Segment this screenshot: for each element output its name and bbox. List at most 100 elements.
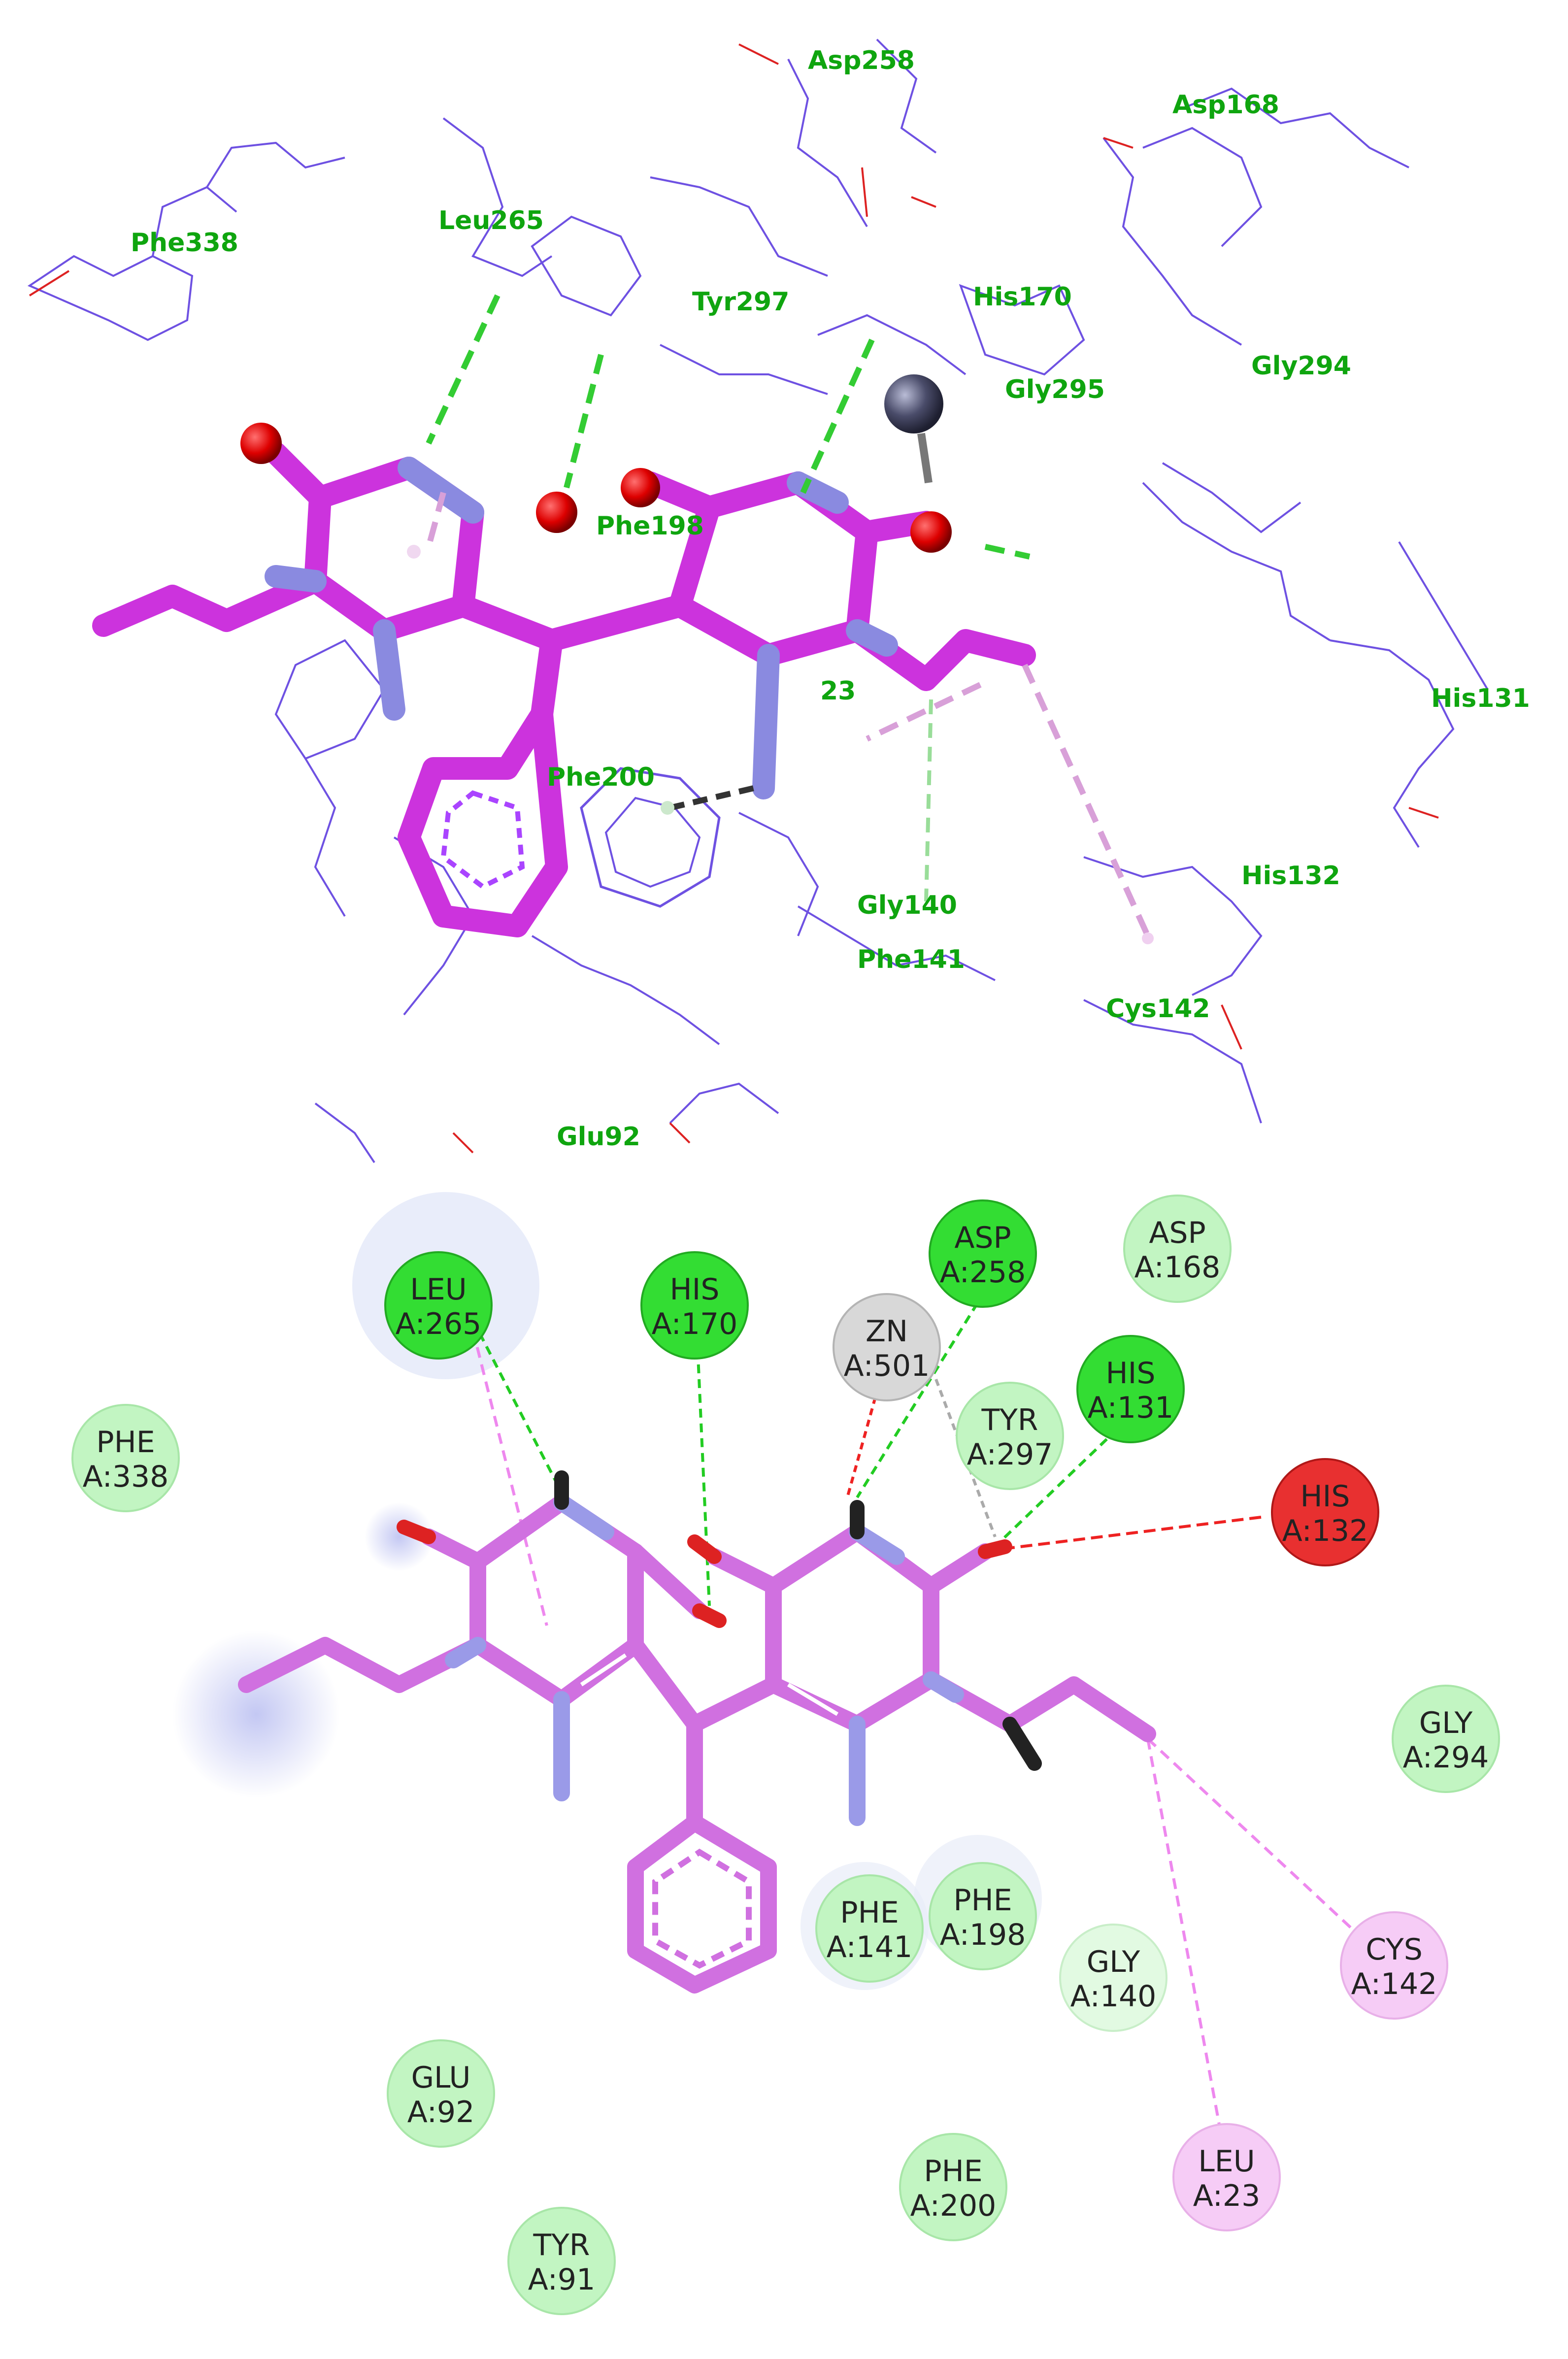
label-leu265: Leu265	[438, 206, 544, 235]
residue-name: HIS	[1301, 1479, 1350, 1514]
residue-disc-zn501: ZNA:501	[833, 1293, 941, 1401]
label-phe338: Phe338	[131, 228, 238, 258]
residue-disc-circle	[1271, 1458, 1379, 1566]
label-gly294: Gly294	[1251, 351, 1351, 381]
label-gly295: Gly295	[1005, 375, 1105, 404]
residue-chain-number: A:168	[1134, 1250, 1221, 1285]
carbon-hbond-dashes-3d	[924, 699, 933, 902]
residue-chain-number: A:501	[844, 1349, 930, 1383]
residue-name: TYR	[981, 1403, 1038, 1437]
solvent-glow	[172, 1630, 340, 1798]
residue-disc-circle	[899, 2133, 1007, 2241]
residue-disc-circle	[833, 1293, 941, 1401]
label-tyr297: Tyr297	[692, 287, 789, 317]
ligand-nitrogens-3d	[265, 457, 898, 799]
label-phe200: Phe200	[547, 763, 655, 792]
label-asp258: Asp258	[808, 46, 915, 75]
ligand-2d	[238, 1494, 1156, 1994]
aromatic-ring-2d	[652, 1848, 752, 1969]
residue-name: LEU	[1198, 2144, 1255, 2179]
residue-disc-circle	[1340, 1911, 1448, 2020]
label-cys142: Cys142	[1106, 994, 1210, 1024]
residue-name: PHE	[96, 1425, 155, 1460]
oxygen-atom	[240, 423, 282, 464]
label-asp168: Asp168	[1172, 90, 1279, 120]
residue-disc-circle	[929, 1199, 1037, 1308]
residue-disc-circle	[71, 1404, 180, 1512]
residue-chain-number: A:142	[1351, 1967, 1437, 2001]
residue-name: PHE	[924, 2154, 982, 2189]
protein-wireframe	[27, 38, 1489, 1163]
residue-name: ZN	[866, 1314, 908, 1349]
residue-disc-circle	[640, 1251, 749, 1360]
residue-chain-number: A:338	[83, 1460, 169, 1494]
aromatic-ring-3d	[440, 790, 525, 890]
alkyl-centroid	[1142, 932, 1154, 944]
residue-disc-circle	[1392, 1685, 1500, 1793]
3d-binding-pose-panel: Asp258 Asp168 Phe338 Leu265 Tyr297 His17…	[27, 38, 1530, 1163]
zinc-ion-sphere	[884, 374, 943, 433]
label-fragment-23: 23	[820, 676, 856, 706]
residue-disc-circle	[929, 1862, 1037, 1970]
residue-chain-number: A:131	[1088, 1391, 1174, 1425]
residue-name: TYR	[533, 2228, 590, 2262]
residue-name: ASP	[1149, 1216, 1205, 1250]
residue-chain-number: A:297	[967, 1437, 1053, 1472]
residue-chain-number: A:258	[940, 1255, 1026, 1290]
zinc-bond	[917, 432, 933, 484]
interaction-lines-2d	[471, 1290, 1361, 2138]
residue-name: PHE	[840, 1895, 899, 1930]
residue-disc-circle	[1076, 1335, 1185, 1443]
residue-name: GLU	[411, 2060, 471, 2095]
label-his131: His131	[1431, 684, 1530, 713]
label-phe198: Phe198	[596, 511, 704, 541]
residue-chain-number: A:140	[1070, 1979, 1157, 2014]
residue-chain-number: A:92	[407, 2095, 475, 2129]
residue-disc-circle	[387, 2039, 495, 2148]
residue-disc-circle	[1172, 2123, 1281, 2231]
residue-name: HIS	[1106, 1356, 1156, 1391]
residue-name: HIS	[670, 1272, 720, 1307]
label-his170: His170	[973, 282, 1072, 312]
pi-centroid	[661, 801, 674, 815]
pi-dashes-3d	[669, 785, 755, 811]
residue-chain-number: A:132	[1282, 1514, 1368, 1548]
residue-disc-circle	[815, 1874, 924, 1983]
ligand-oxygens-2d	[397, 1520, 1012, 1628]
label-glu92: Glu92	[557, 1122, 640, 1152]
alkyl-centroid	[407, 545, 421, 559]
oxygen-atom	[621, 468, 660, 507]
oxygen-atom	[910, 511, 952, 553]
residue-name: CYS	[1366, 1932, 1423, 1967]
hydrogen-atom	[1002, 1717, 1042, 1771]
residue-name: GLY	[1419, 1706, 1473, 1740]
protein-oxygen-bonds	[29, 43, 1439, 1154]
solvent-glow	[365, 1502, 434, 1571]
oxygen-atom	[536, 492, 577, 533]
residue-disc-circle	[384, 1251, 493, 1360]
residue-chain-number: A:265	[396, 1307, 482, 1341]
double-bond-marks-2d	[580, 1653, 839, 1716]
alkyl-dashes-3d	[426, 492, 1151, 937]
residue-labels-3d: Asp258 Asp168 Phe338 Leu265 Tyr297 His17…	[131, 46, 1530, 1152]
ligand-nitrogens-2d	[445, 1494, 964, 1826]
residue-name: PHE	[953, 1883, 1012, 1918]
